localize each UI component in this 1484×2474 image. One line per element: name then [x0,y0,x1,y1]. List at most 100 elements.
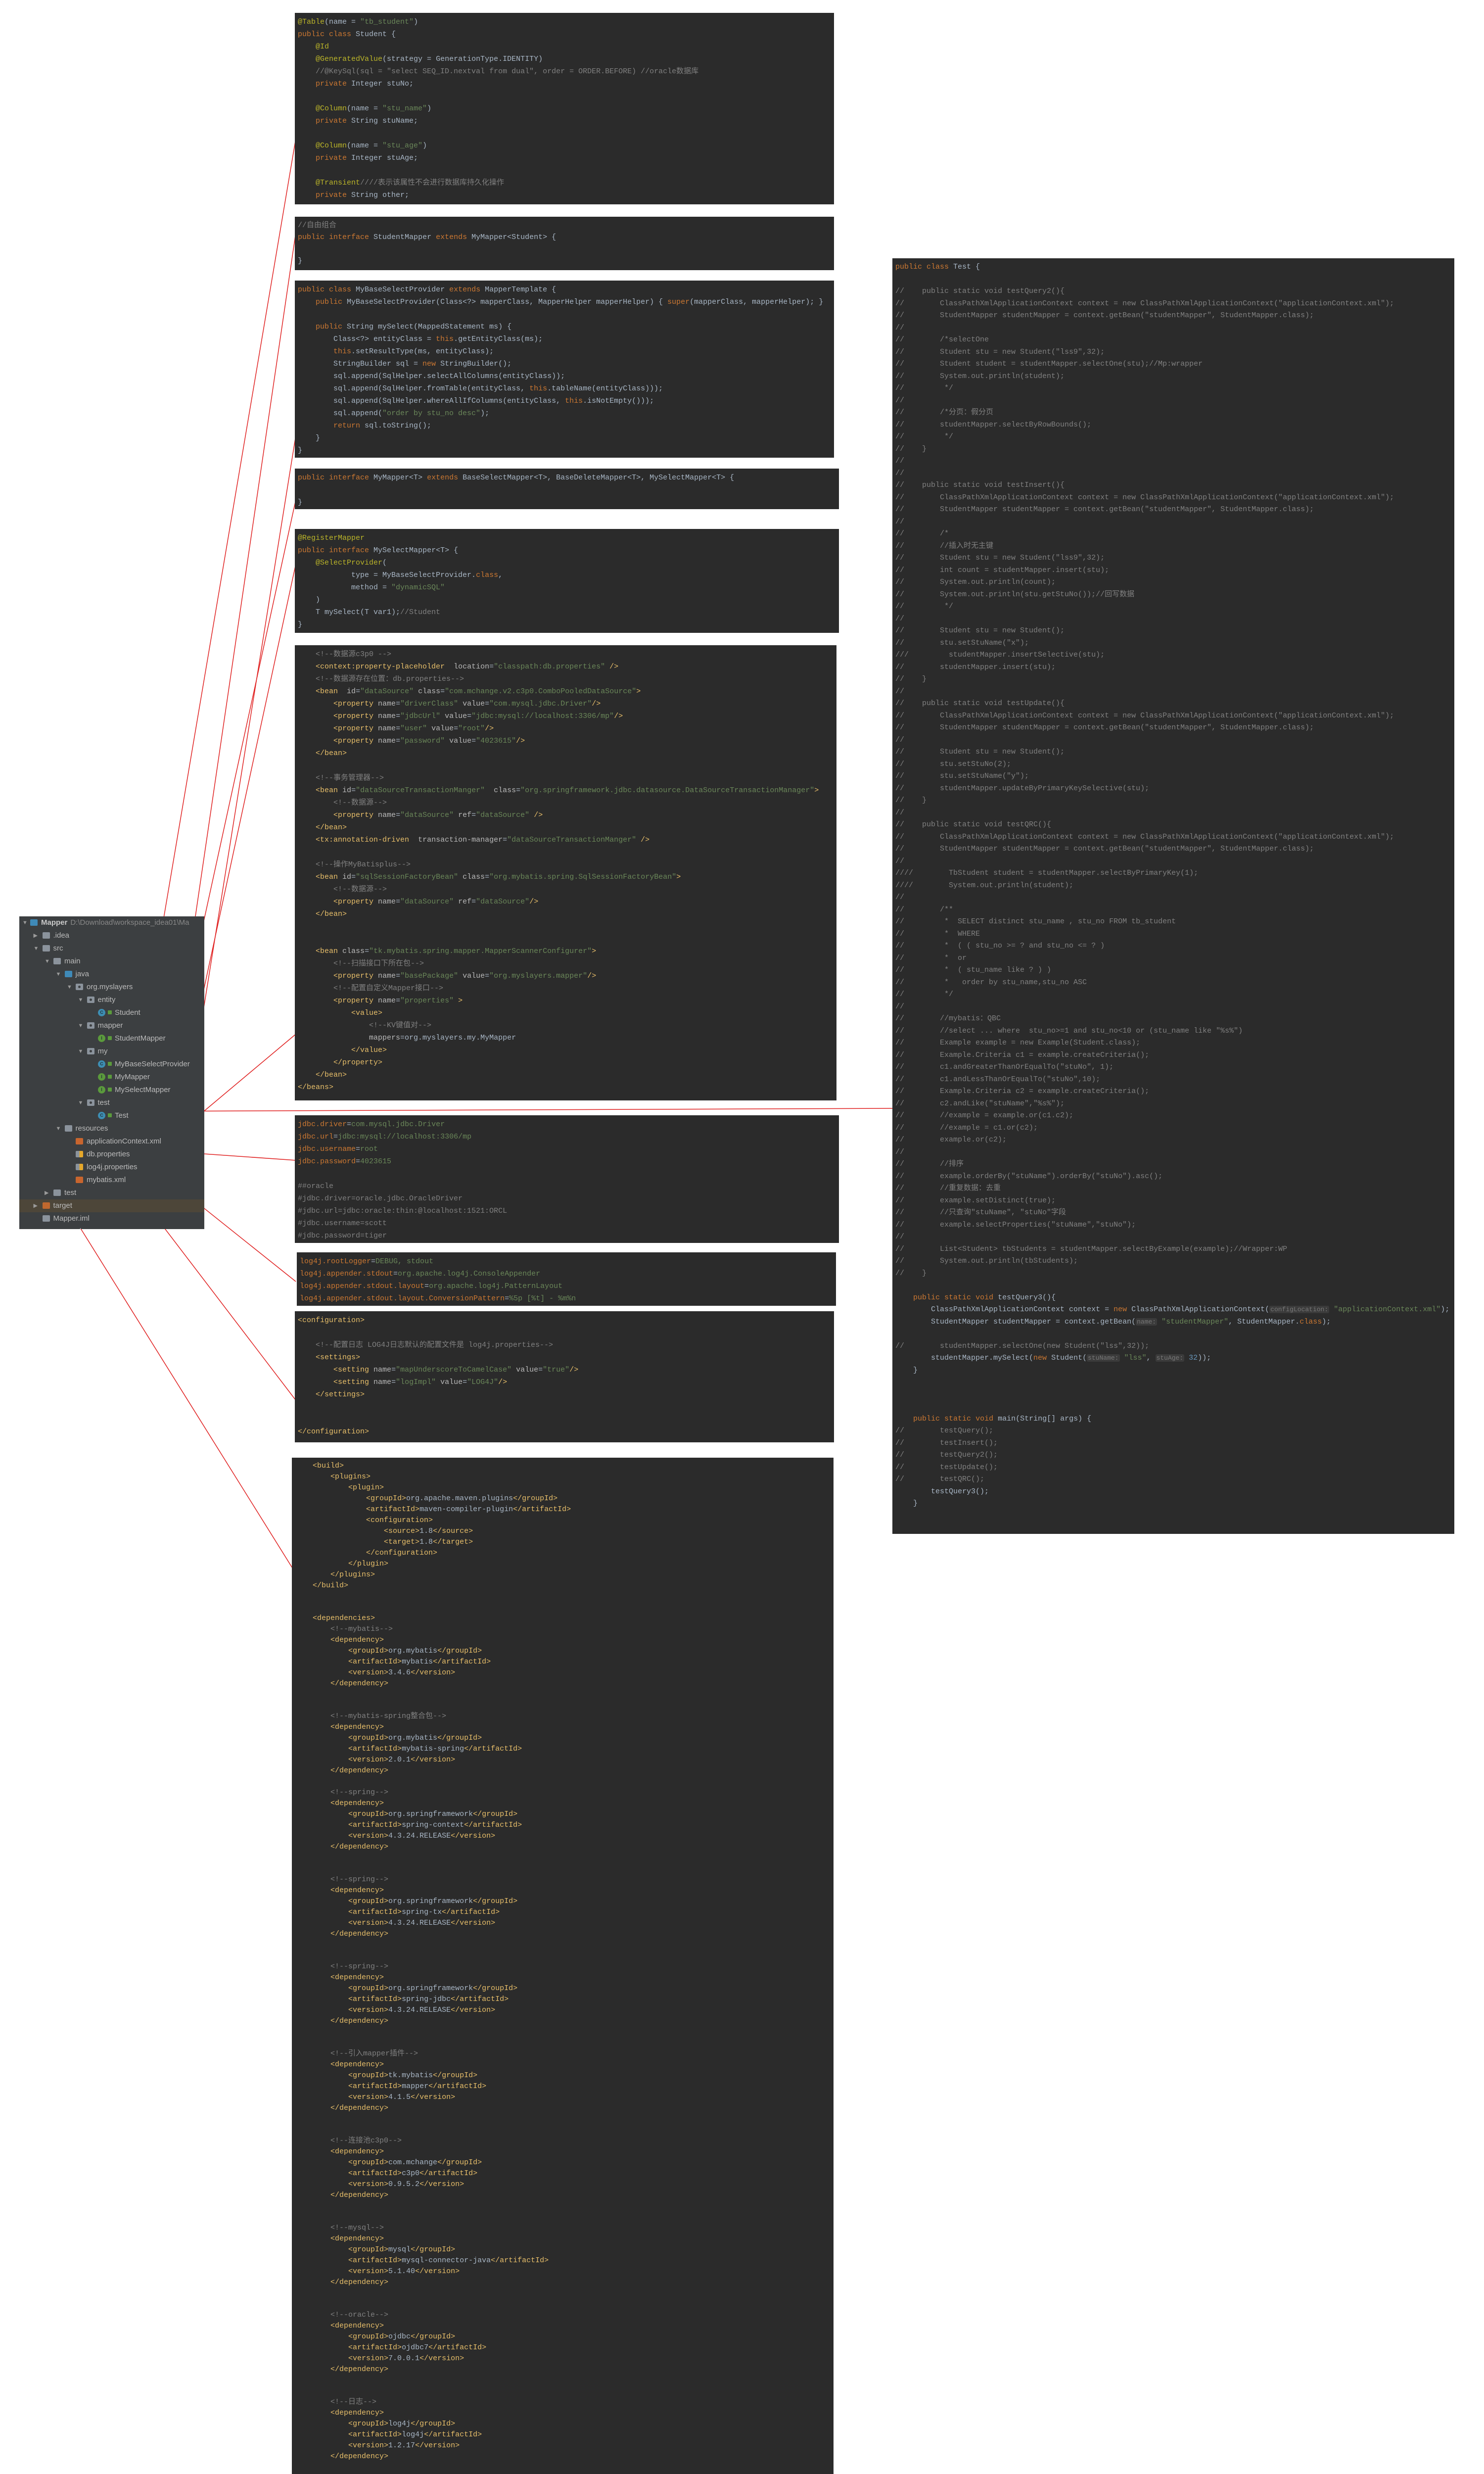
code-line: </dependency> [295,2452,389,2461]
code-line: // [895,517,905,526]
tree-item[interactable]: ▼ resources [19,1122,204,1135]
my-base-select-provider-editor[interactable]: public class MyBaseSelectProvider extend… [295,281,834,458]
tree-item-label: target [53,1201,72,1210]
my-mapper-editor[interactable]: public interface MyMapper<T> extends Bas… [295,469,839,509]
chevron-down-icon[interactable]: ▼ [78,1023,84,1029]
code-line: </beans> [298,1083,334,1092]
test-class-editor[interactable]: public class Test { // public static void… [892,258,1454,1534]
tree-item[interactable]: ▼org.myslayers [19,981,204,994]
public-access-icon [108,1062,112,1066]
code-line: <!--mysql--> [330,2224,384,2232]
tree-item[interactable]: ▶ .idea [19,929,204,942]
code-line: // int count = studentMapper.insert(stu)… [895,566,1110,574]
tree-item[interactable]: applicationContext.xml [19,1135,204,1148]
tree-item[interactable]: ▶test [19,1187,204,1199]
tree-item[interactable]: ▼ test [19,1096,204,1109]
tree-item[interactable]: ▶ target [19,1199,204,1212]
tree-item-label: test [97,1098,110,1107]
code-line: // //排序 [895,1160,964,1168]
code-line: <context:property-placeholder location="… [316,663,619,671]
pom-xml-editor[interactable]: <build> <plugins> <plugin> <groupId>org.… [292,1458,834,2474]
tree-item-label: pom.xml [53,1225,82,1229]
tree-item[interactable]: db.properties [19,1148,204,1161]
chevron-down-icon[interactable]: ▼ [55,1126,61,1132]
code-line: </build> [295,1581,349,1590]
code-line: <groupId>org.springframework</groupId> [348,1810,518,1818]
code-line: // //example = example.or(c1.c2); [895,1111,1074,1120]
tree-item[interactable]: ▼main [19,955,204,968]
code-line: </plugin> [295,1560,389,1568]
student-entity-editor[interactable]: @Table(name = "tb_student")public class … [295,13,834,204]
resources-folder-icon [64,1125,72,1132]
connector-line [143,1108,894,1112]
code-line [298,846,836,858]
tree-item[interactable]: mpom.xml [19,1225,204,1229]
code-line [295,1602,834,1613]
code-line: <!--数据源--> [333,799,387,807]
chevron-down-icon[interactable]: ▼ [55,971,61,977]
tree-item[interactable]: ▼ entity [19,994,204,1006]
code-line: </dependency> [295,1766,389,1775]
chevron-right-icon[interactable]: ▶ [33,1203,38,1209]
chevron-down-icon[interactable]: ▼ [33,946,39,952]
chevron-down-icon[interactable]: ▼ [78,997,84,1003]
tree-item[interactable]: ▼src [19,942,204,955]
mybatis-xml-editor[interactable]: <configuration> <!--配置日志 LOG4J日志默认的配置文件是… [295,1311,834,1442]
code-line: <dependency> [295,1886,384,1895]
code-line: // ClassPathXmlApplicationContext contex… [895,299,1394,308]
chevron-down-icon[interactable]: ▼ [67,984,72,990]
tree-item[interactable]: ▼mapper [19,1019,204,1032]
chevron-down-icon[interactable]: ▼ [22,920,28,926]
chevron-down-icon[interactable]: ▼ [78,1100,84,1106]
chevron-right-icon[interactable]: ▶ [33,933,38,939]
application-context-editor[interactable]: <!--数据源c3p0 --> <context:property-placeh… [295,645,836,1100]
code-line: // public static void testInsert(){ [895,481,1065,489]
tree-item[interactable]: ▼java [19,968,204,981]
code-line [295,1700,834,1711]
tree-item-label: log4j.properties [87,1163,138,1171]
code-line: log4j.appender.stdout.layout=org.apache.… [300,1282,563,1290]
code-line: // [895,323,905,332]
connector-line [178,232,296,1035]
code-line [295,2201,834,2212]
code-line: public class Test { [895,263,980,271]
code-line: <property name="properties" > [333,997,463,1005]
code-line: sql.append("order by stu_no desc"); [298,409,490,418]
chevron-down-icon[interactable]: ▼ [78,1048,84,1054]
tree-item[interactable]: mybatis.xml [19,1174,204,1187]
code-line: <bean class="tk.mybatis.spring.mapper.Ma… [316,947,597,955]
tree-item[interactable]: Mapper.iml [19,1212,204,1225]
code-line: <!--oracle--> [330,2311,389,2319]
tree-item-label: .idea [53,931,70,940]
tree-item[interactable]: log4j.properties [19,1161,204,1174]
code-line: // testUpdate(); [895,1463,998,1472]
code-line: StudentMapper studentMapper = context.ge… [895,1317,1331,1326]
tree-root-label: Mapper [41,918,68,927]
code-line: <version>3.4.6</version> [348,1668,456,1677]
code-line: // testQRC(); [895,1475,985,1483]
chevron-down-icon[interactable]: ▼ [45,958,50,964]
tree-item[interactable]: ▼my [19,1045,204,1058]
code-line: <!--日志--> [330,2398,377,2406]
chevron-right-icon[interactable]: ▶ [45,1190,49,1196]
tree-item-label: entity [97,996,116,1004]
code-line: // //select ... where stu_no>=1 and stu_… [895,1026,1243,1035]
code-line: // * ( ( stu_no >= ? and stu_no <= ? ) [895,942,1105,950]
code-line [895,1389,1454,1401]
tree-root-path: D:\Download\workspace_idea01\Ma [70,918,189,927]
code-line [298,933,836,945]
code-line: // * or [895,953,967,962]
tree-item-label: resources [75,1124,108,1133]
